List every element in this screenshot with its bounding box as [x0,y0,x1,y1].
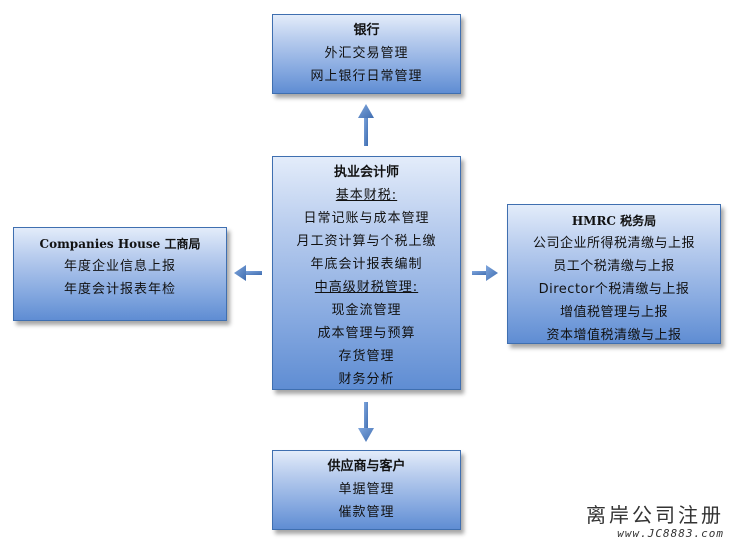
cpa-box: 执业会计师 基本财税: 日常记账与成本管理 月工资计算与个税上缴 年底会计报表编… [272,156,461,390]
hmrc-box: HMRC 税务局 公司企业所得税清缴与上报 员工个税清缴与上报 Director… [507,204,721,344]
companies-house-line: 年度会计报表年检 [63,282,176,297]
cpa-line: 现金流管理 [331,303,402,318]
cpa-section-basic: 基本财税: [335,188,398,203]
cpa-line: 存货管理 [338,349,395,364]
supplier-line: 单据管理 [338,482,395,497]
cpa-section-advanced: 中高级财税管理: [314,280,419,295]
companies-house-line: 年度企业信息上报 [63,259,176,274]
bank-line: 网上银行日常管理 [310,69,423,84]
arrow-right-to-hmrc [472,265,498,281]
supplier-box: 供应商与客户 单据管理 催款管理 [272,450,461,530]
hmrc-title: HMRC 税务局 [571,214,657,228]
arrow-up-to-bank [358,104,374,146]
hmrc-line: Director个税清缴与上报 [538,282,690,297]
cpa-line: 成本管理与预算 [317,326,416,341]
bank-title: 银行 [353,23,380,38]
supplier-line: 催款管理 [338,505,395,520]
watermark-text: 离岸公司注册 [586,503,724,527]
hmrc-line: 资本增值税清缴与上报 [546,328,682,343]
cpa-line: 月工资计算与个税上缴 [296,234,437,249]
watermark-url: www.JC8883.com [617,527,724,540]
hmrc-line: 增值税管理与上报 [559,305,668,320]
watermark: 离岸公司注册 www.JC8883.com [586,502,724,540]
cpa-line: 日常记账与成本管理 [303,211,430,226]
cpa-title: 执业会计师 [333,165,399,180]
companies-house-box: Companies House 工商局 年度企业信息上报 年度会计报表年检 [13,227,227,321]
hmrc-line: 公司企业所得税清缴与上报 [532,236,695,251]
arrow-left-to-companies-house [234,265,262,281]
cpa-line: 财务分析 [338,372,395,387]
supplier-title: 供应商与客户 [327,459,406,474]
companies-house-title: Companies House 工商局 [39,237,201,251]
cpa-line: 年底会计报表编制 [310,257,423,272]
bank-line: 外汇交易管理 [324,46,409,61]
arrow-down-to-supplier [358,402,374,442]
bank-box: 银行 外汇交易管理 网上银行日常管理 [272,14,461,94]
hmrc-line: 员工个税清缴与上报 [553,259,675,274]
